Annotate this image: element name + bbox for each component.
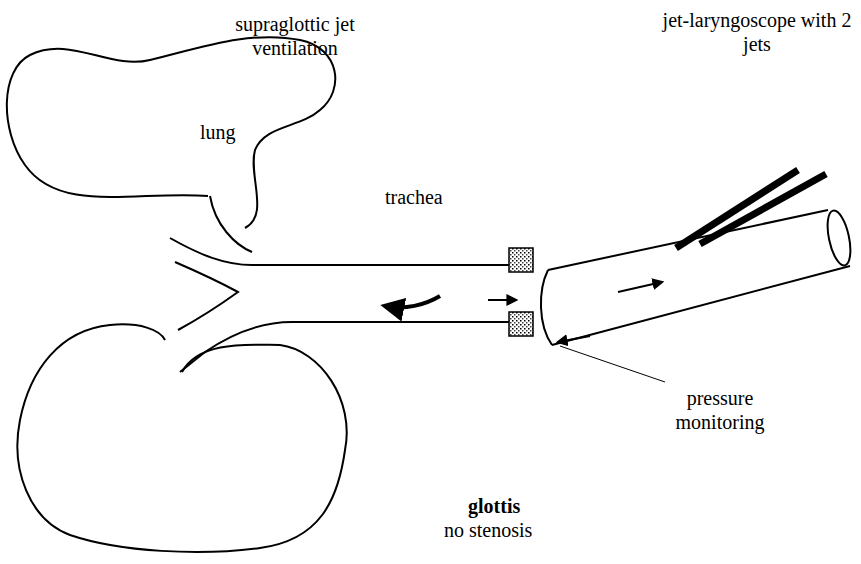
glottis-fold xyxy=(509,312,533,336)
leader-line xyxy=(560,346,665,382)
laryngoscope-end xyxy=(823,209,854,268)
pressure-arrow xyxy=(558,336,590,342)
flow-arrow xyxy=(385,296,440,307)
carina-line xyxy=(175,262,238,330)
flow-arrow xyxy=(618,282,662,292)
part-label: trachea xyxy=(385,185,485,209)
upper-lung-outline xyxy=(7,37,335,228)
lower-lung-outline xyxy=(17,324,346,552)
note-label: no stenosis xyxy=(444,518,574,542)
jet-nozzle xyxy=(700,174,826,244)
part-label: glottis xyxy=(468,494,558,518)
bronchus-line xyxy=(170,238,510,265)
laryngoscope-tube xyxy=(552,266,850,345)
bronchus-line xyxy=(180,322,510,372)
diagram-title: supraglottic jet ventilation xyxy=(220,12,370,60)
laryngoscope-tip xyxy=(541,270,552,345)
part-label: pressure monitoring xyxy=(660,386,780,434)
organ-label: lung xyxy=(200,120,280,144)
jet-nozzle xyxy=(676,170,798,248)
glottis-fold xyxy=(509,248,533,272)
bronchus-line xyxy=(210,196,252,252)
part-label: jet-laryngoscope with 2 jets xyxy=(662,8,852,56)
flow-arrow xyxy=(488,299,516,301)
